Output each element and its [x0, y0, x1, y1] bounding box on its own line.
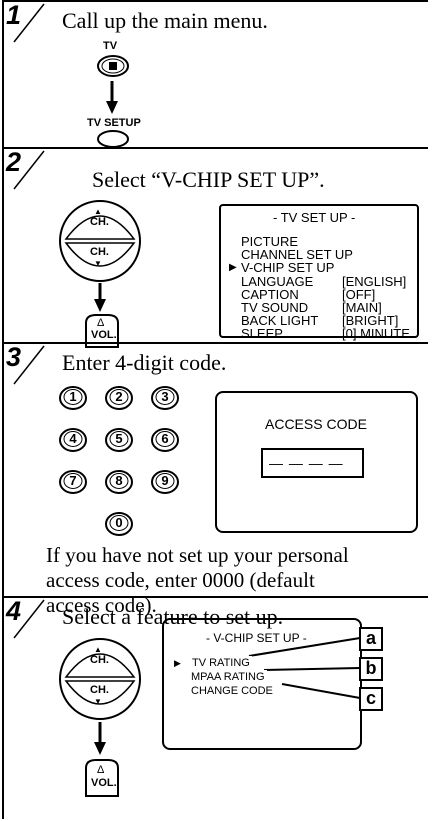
arrow-down-icon: [94, 722, 106, 755]
callout-tag-b: b: [359, 657, 383, 681]
step-title: Call up the main menu.: [62, 8, 268, 33]
ch-up-label: CH.: [90, 654, 109, 666]
channel-rocker-button: [59, 638, 141, 720]
step-number: 2: [6, 147, 22, 177]
arrow-down-icon: [106, 81, 118, 114]
tv-setup-key-label: TV SETUP: [87, 117, 141, 129]
step-title: Select a feature to set up.: [62, 604, 284, 629]
step-2: 2 Select “V-CHIP SET UP”. ▲ CH. CH. ▼ Δ …: [2, 147, 428, 348]
menu-item-label: TV RATING: [192, 656, 252, 670]
delta-icon: Δ: [97, 317, 105, 329]
tv-key-label: TV: [103, 40, 118, 52]
menu-cursor-icon: ▶: [174, 658, 181, 668]
vol-label: VOL.: [91, 329, 117, 341]
menu-item-label: LANGUAGE: [241, 273, 314, 289]
menu-item-value: [MAIN]: [342, 300, 382, 315]
step-divider-slash: [13, 345, 45, 385]
step-divider-slash: [13, 599, 45, 639]
step-1: 1 Call up the main menu. TV TV SETUP: [2, 0, 428, 148]
menu-item-label: PICTURE: [241, 234, 299, 249]
step-number: 1: [6, 0, 22, 30]
menu-item-value: [BRIGHT]: [342, 313, 399, 329]
menu-header: - V-CHIP SET UP -: [206, 631, 307, 645]
callout-leader-lines: [248, 637, 361, 699]
menu-item-label: CHANGE CODE: [191, 684, 275, 698]
number-key-1: 1: [58, 385, 88, 411]
menu-item-label: CAPTION: [241, 286, 299, 302]
volume-button: [85, 759, 119, 797]
note-text: If you have not set up your personal acc…: [46, 543, 349, 617]
delta-icon: Δ: [97, 764, 105, 776]
access-code-label: ACCESS CODE: [265, 416, 367, 432]
ch-down-label: CH.: [90, 246, 109, 258]
number-key-7: 7: [58, 469, 88, 495]
ch-up-label: CH.: [90, 216, 109, 228]
menu-item-value: [OFF]: [342, 286, 376, 302]
menu-item-value: [ENGLISH]: [342, 273, 407, 289]
step-number: 3: [6, 342, 22, 372]
menu-header: - TV SET UP -: [273, 210, 356, 225]
menu-item-label: CHANNEL SET UP: [241, 247, 353, 263]
ch-down-arrow-icon: ▼: [94, 259, 102, 268]
menu-item-label: SLEEP: [241, 326, 283, 342]
step-number: 4: [6, 596, 22, 626]
ch-down-label: CH.: [90, 684, 109, 696]
step-title: Select “V-CHIP SET UP”.: [92, 167, 325, 192]
channel-rocker-button: [59, 200, 141, 282]
ch-down-arrow-icon: ▼: [94, 697, 102, 706]
menu-cursor-icon: ▶: [229, 262, 237, 274]
ch-up-arrow-icon: ▲: [94, 207, 102, 216]
tv-button-icon: [97, 55, 129, 77]
callout-tag-a: a: [359, 627, 383, 651]
callout-tag-c: c: [359, 687, 383, 711]
access-code-screen: ACCESS CODE — — — —: [215, 391, 418, 533]
volume-button: [85, 314, 119, 348]
menu-item-label: MPAA RATING: [191, 670, 267, 684]
step-divider-slash: [13, 150, 45, 190]
menu-item-label: BACK LIGHT: [241, 313, 319, 329]
arrow-down-icon: [94, 283, 106, 312]
number-key-6: 6: [150, 427, 180, 453]
access-code-field: — — — —: [261, 448, 364, 478]
number-key-3: 3: [150, 385, 180, 411]
vol-label: VOL.: [91, 777, 117, 789]
step-4: 4 Select a feature to set up. ▲ CH. CH. …: [2, 596, 428, 819]
number-key-0: 0: [104, 511, 134, 537]
number-key-9: 9: [150, 469, 180, 495]
number-key-8: 8: [104, 469, 134, 495]
step-title: Enter 4-digit code.: [62, 350, 227, 375]
tv-setup-button-icon: [97, 130, 129, 148]
step-divider-slash: [13, 3, 45, 43]
number-key-2: 2: [104, 385, 134, 411]
number-key-5: 5: [104, 427, 134, 453]
ch-up-arrow-icon: ▲: [94, 645, 102, 654]
menu-item-label: TV SOUND: [241, 300, 309, 315]
menu-item-value: [0] MINUTE: [342, 326, 410, 342]
number-key-4: 4: [58, 427, 88, 453]
menu-item-label: V-CHIP SET UP: [241, 260, 335, 276]
